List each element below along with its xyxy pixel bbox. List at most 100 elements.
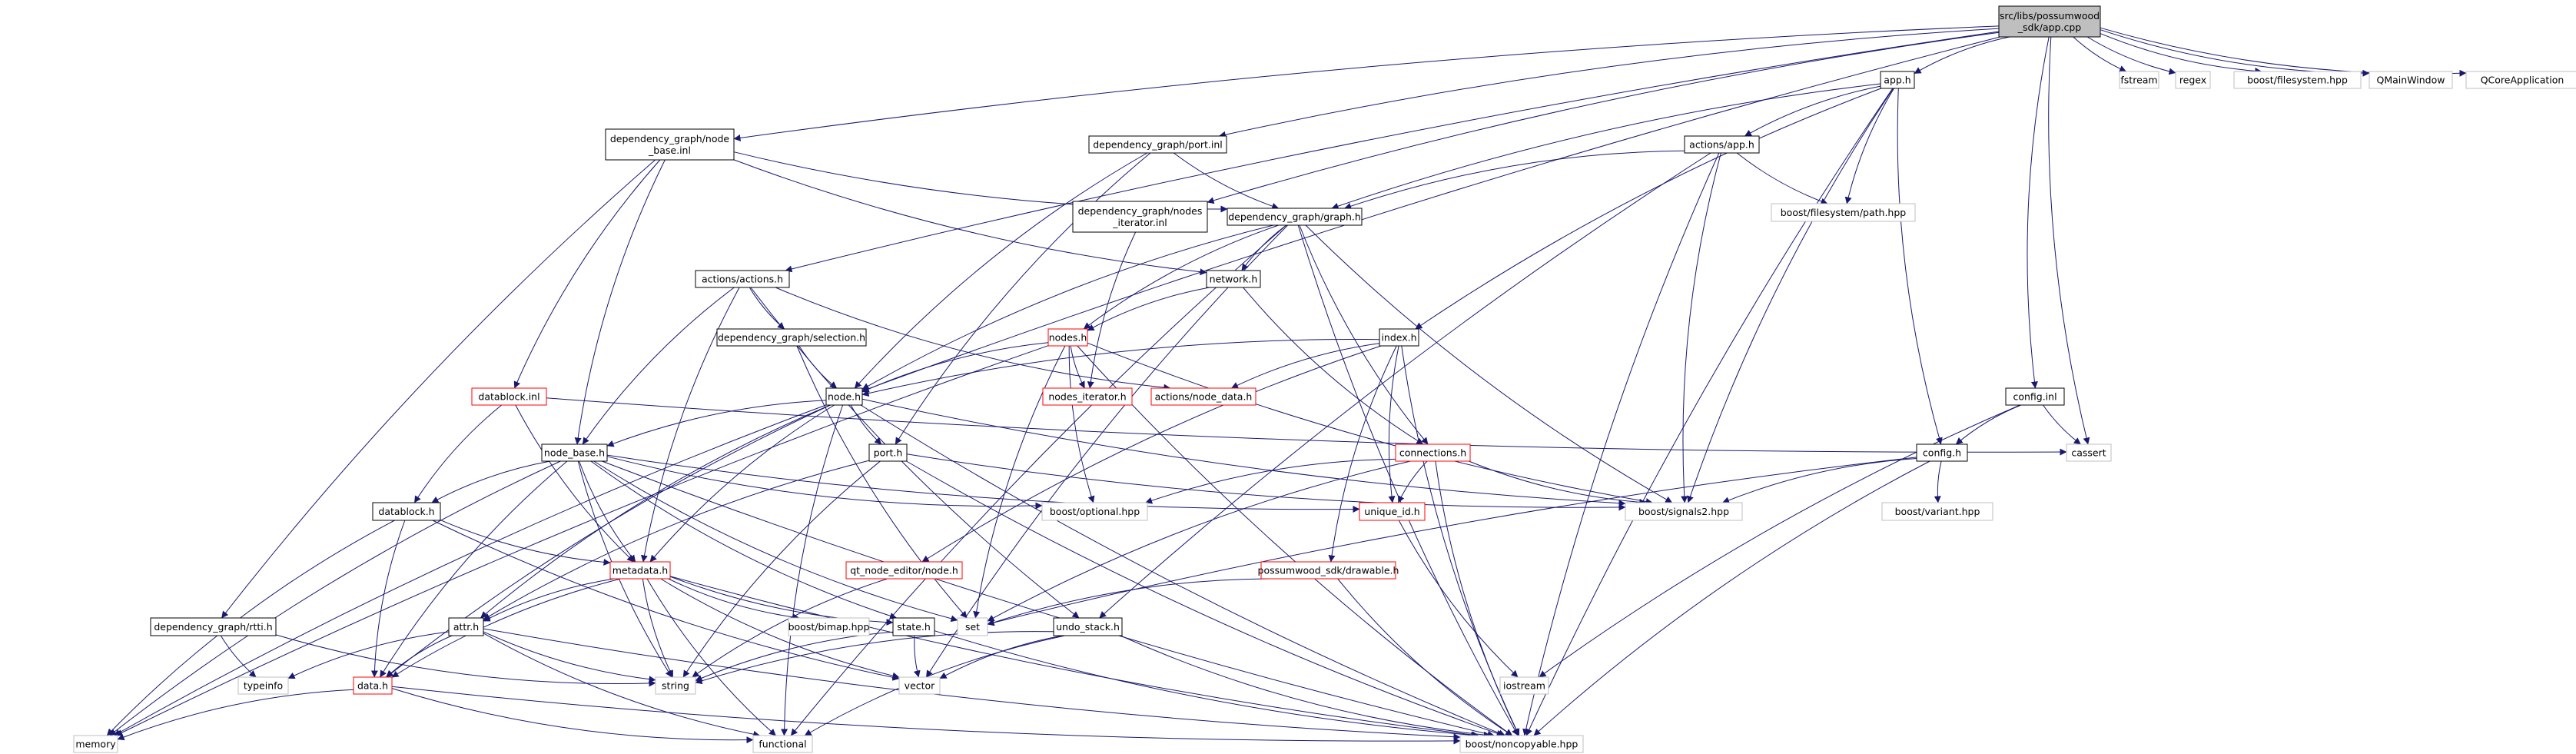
node-dg-node-base-inl-label: dependency_graph/node [610,133,730,144]
node-boost-noncopyable: boost/noncopyable.hpp [1459,735,1584,753]
node-config-h-label: config.h [1923,447,1961,459]
node-functional-label: functional [759,739,806,750]
edge-metadata-h-to-functional [646,578,776,736]
node-metadata-h[interactable]: metadata.h [609,561,671,580]
node-boost-signals2-box [1625,502,1743,521]
edge-port-h-to-boost-signals2 [906,453,1626,511]
node-nodes-h[interactable]: nodes.h [1047,328,1088,347]
node-qt-node-editor-node-h[interactable]: qt_node_editor/node.h [845,561,963,580]
node-port-h[interactable]: port.h [868,443,908,462]
edge-root-to-dg-node-base-inl [733,25,2000,141]
edge-nodes-h-to-boost-signals2 [1087,342,1653,505]
node-attr-h[interactable]: attr.h [448,617,484,636]
node-nodes-iterator-h-label: nodes_iterator.h [1048,391,1126,403]
node-boost-filesystem-box [2233,71,2362,89]
node-state-h[interactable]: state.h [892,617,935,636]
edge-qt-node-editor-node-h-to-string [692,578,888,678]
edge-attr-h-to-string [483,631,656,683]
edge-node-h-to-port-h [850,404,882,445]
node-network-h-box [1206,270,1261,288]
node-actions-node-data-h[interactable]: actions/node_data.h [1150,387,1256,406]
edge-node-h-to-functional [781,404,844,736]
node-memory-box [73,735,118,753]
edge-nodes-h-to-boost-noncopyable [1077,345,1513,736]
edge-node-base-h-to-unique-id-h [606,454,1360,513]
node-datablock-h-label: datablock.h [378,506,434,517]
node-typeinfo-label: typeinfo [244,680,283,692]
edge-node-base-h-to-data-h [380,460,568,678]
node-cassert-box [2066,443,2112,462]
edge-dg-graph-h-to-boost-noncopyable [1297,224,1519,736]
node-qmainwindow-label: QMainWindow [2377,75,2445,86]
node-node-h[interactable]: node.h [825,387,863,406]
node-dg-nodes-iterator-inl-box [1072,201,1208,233]
node-nodes-iterator-h-box [1042,387,1133,406]
node-app-h[interactable]: app.h [1880,71,1915,89]
node-node-base-h[interactable]: node_base.h [541,443,608,462]
node-datablock-inl[interactable]: datablock.inl [471,387,547,406]
node-dg-selection-h[interactable]: dependency_graph/selection.h [716,328,867,347]
node-dg-nodes-iterator-inl[interactable]: dependency_graph/nodes_iterator.inl [1072,201,1208,233]
edge-attr-h-to-typeinfo [287,631,450,679]
node-actions-app-h-box [1684,135,1760,154]
node-boost-bimap: boost/bimap.hpp [788,617,870,636]
node-nodes-iterator-h[interactable]: nodes_iterator.h [1042,387,1133,406]
edge-attr-h-to-functional [483,633,761,738]
edge-root-to-cassert [2048,36,2090,445]
edge-node-h-to-boost-signals2 [861,398,1626,507]
edge-dg-graph-h-to-node-h [861,224,1274,390]
node-datablock-h[interactable]: datablock.h [372,502,441,521]
node-actions-app-h[interactable]: actions/app.h [1684,135,1760,154]
node-nodes-h-label: nodes.h [1049,332,1087,344]
node-fstream: fstream [2119,71,2159,89]
node-node-base-h-label: node_base.h [544,447,605,459]
edge-metadata-h-to-string [642,578,674,678]
node-config-inl-box [2005,387,2065,406]
edge-datablock-inl-to-cassert [546,397,2067,456]
node-node-h-label: node.h [828,391,861,403]
node-index-h[interactable]: index.h [1379,328,1419,347]
node-cassert: cassert [2066,443,2112,462]
node-actions-actions-h[interactable]: actions/actions.h [695,270,790,288]
edge-attr-h-to-data-h [386,635,453,678]
node-unique-id-h-box [1359,502,1426,521]
node-dg-graph-h[interactable]: dependency_graph/graph.h [1227,208,1363,226]
node-root[interactable]: src/libs/possumwood_sdk/app.cpp [1998,5,2101,38]
edge-dg-graph-h-to-nodes-h [1083,224,1279,330]
node-set-box [957,617,988,636]
edge-nodes-h-to-boost-optional [1068,345,1095,503]
edge-dg-node-base-inl-to-dg-graph-h [733,151,1228,213]
node-qmainwindow: QMainWindow [2369,71,2453,89]
node-fstream-box [2119,71,2159,89]
edge-data-h-to-boost-noncopyable [391,686,1461,745]
node-config-h[interactable]: config.h [1916,443,1968,462]
edge-connections-h-to-boost-signals2 [1469,460,1647,506]
node-config-inl[interactable]: config.inl [2005,387,2065,406]
node-dg-port-inl[interactable]: dependency_graph/port.inl [1088,135,1227,154]
edge-port-h-to-string [682,460,881,678]
edge-actions-actions-h-to-node-base-h [582,287,735,445]
node-connections-h[interactable]: connections.h [1395,443,1471,462]
edge-node-base-h-to-state-h [590,460,898,619]
node-nodes-h-box [1047,328,1088,347]
edge-connections-h-to-set [987,460,1411,622]
node-boost-noncopyable-label: boost/noncopyable.hpp [1466,739,1578,750]
node-undo-stack-h[interactable]: undo_stack.h [1053,617,1123,636]
node-possumwood-drawable-h[interactable]: possumwood_sdk/drawable.h [1258,561,1399,580]
edge-dg-graph-h-to-vector [925,224,1289,678]
edge-node-h-to-data-h [386,404,831,678]
edge-dg-node-base-inl-to-network-h [733,159,1207,276]
edge-datablock-inl-to-datablock-h [413,404,503,503]
node-data-h[interactable]: data.h [353,676,393,695]
edge-undo-stack-h-to-boost-noncopyable [1120,635,1491,739]
node-network-h[interactable]: network.h [1206,270,1261,288]
node-dg-nodes-iterator-inl-label: _iterator.inl [1112,217,1167,228]
node-dg-rtti-h[interactable]: dependency_graph/rtti.h [150,617,277,636]
edge-actions-app-h-to-boost-fs-path [1736,152,1828,205]
dependency-edges [106,25,2467,745]
node-boost-variant-label: boost/variant.hpp [1895,506,1980,517]
node-boost-fs-path-label: boost/filesystem/path.hpp [1781,207,1907,218]
node-dg-node-base-inl[interactable]: dependency_graph/node_base.inl [605,128,735,161]
node-unique-id-h[interactable]: unique_id.h [1359,502,1426,521]
node-iostream-box [1499,676,1549,695]
